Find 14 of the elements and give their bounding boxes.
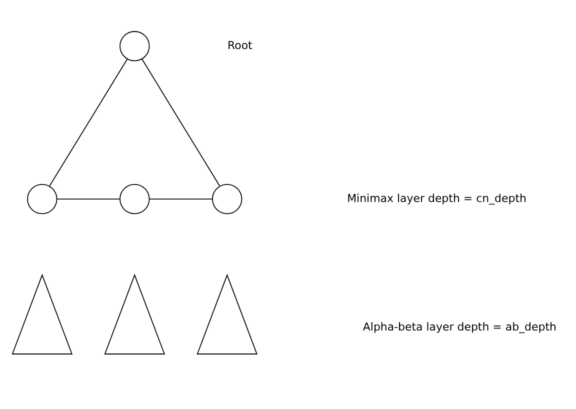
node-circle [27, 183, 58, 214]
label: Alpha-beta layer depth = ab_depth [362, 320, 556, 334]
connector [141, 58, 220, 186]
node-circle [120, 30, 150, 61]
node-triangle [196, 273, 258, 354]
node-triangle [12, 273, 73, 354]
connector [149, 198, 213, 199]
node-circle [120, 183, 150, 214]
label: Root [228, 38, 252, 52]
connector [56, 198, 120, 199]
node-triangle [104, 273, 166, 354]
label: Minimax layer depth = cn_depth [347, 191, 526, 204]
node-circle [212, 183, 242, 214]
connector [49, 58, 128, 186]
